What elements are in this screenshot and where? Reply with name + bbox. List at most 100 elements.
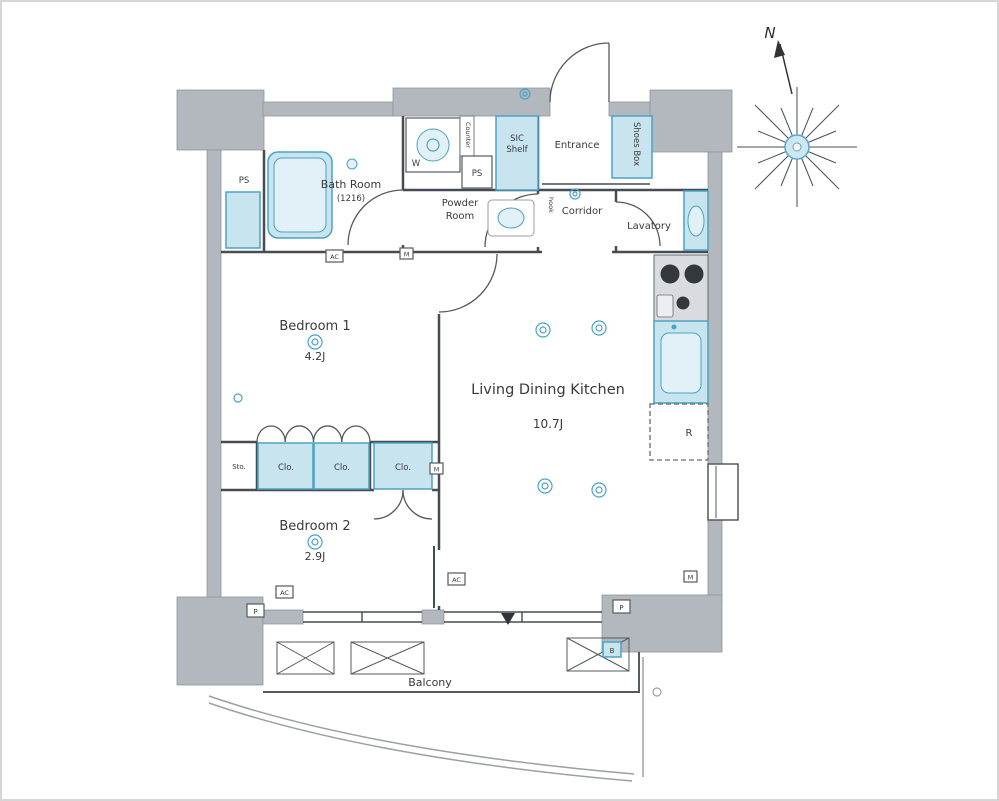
wall-left: [206, 149, 222, 603]
balcony-label: Balcony: [408, 676, 452, 689]
outer-walls: [176, 87, 733, 686]
lavatory-label: Lavatory: [627, 221, 671, 232]
burner-icon: [660, 264, 680, 284]
wall-bottom-left-pier: [262, 609, 304, 625]
compass: N: [737, 24, 857, 207]
hatch-box: [350, 641, 425, 675]
balcony-hatch-1: [276, 641, 335, 675]
shower-drain-icon: [346, 158, 358, 170]
site-boundary: [208, 657, 662, 782]
bedroom1-size: 4.2J: [305, 350, 326, 363]
bedroom2-label: Bedroom 2: [279, 519, 350, 534]
hatch-box: [276, 641, 335, 675]
room-labels: Bath Room (1216) Powder Room SIC Shelf E…: [279, 122, 671, 689]
ac-label: AC: [452, 576, 461, 584]
site-line: [208, 702, 633, 782]
balcony-b-label: B: [610, 647, 615, 655]
meter-label: M: [434, 466, 440, 474]
light-icon: [572, 191, 578, 197]
entrance-label: Entrance: [555, 140, 600, 151]
powder-room-label-2: Room: [446, 211, 474, 222]
hatch-line: [350, 641, 425, 675]
bedroom1-door-arc: [438, 253, 498, 313]
fixtures: [225, 88, 709, 550]
bath-door-arc: [347, 189, 404, 246]
closet-label: Clo.: [395, 463, 411, 473]
ps-box-label: PS: [472, 169, 483, 179]
lavatory-door-arc: [615, 201, 661, 247]
sic-label-1: SIC: [510, 134, 524, 144]
ps-shaft: [225, 191, 261, 249]
ldk-label: Living Dining Kitchen: [471, 382, 625, 398]
balcony-hatch-2: [350, 641, 425, 675]
direction-marker-icon: [501, 613, 515, 625]
ac-marker: [447, 572, 466, 586]
washer-label: W: [412, 159, 421, 169]
light-icon: [522, 91, 528, 97]
wall-block-top-right: [649, 89, 733, 153]
storage-label: Sto.: [232, 463, 246, 471]
ceiling-lights: [233, 88, 607, 550]
closet3-door-right-arc: [402, 489, 433, 520]
wall-right-upper: [707, 151, 723, 465]
washer-drum-icon: [416, 128, 450, 162]
sic-shelf: [495, 115, 539, 191]
light-icon: [541, 482, 549, 490]
shoes-box: [611, 115, 653, 179]
wall-right-lower: [707, 519, 723, 603]
entrance-door-arc: [549, 42, 610, 103]
meter-label: M: [688, 574, 694, 582]
pipe-label: P: [253, 608, 257, 616]
pipe-marker: [612, 599, 631, 614]
meter-marker: [683, 570, 698, 583]
light-icon: [535, 322, 551, 338]
stove-grill: [656, 294, 674, 318]
pipe-box-outline: [707, 463, 739, 521]
pipe-label: P: [619, 604, 623, 612]
wall-block-top-left: [176, 89, 265, 151]
hatch-box: [566, 637, 630, 672]
light-icon: [539, 326, 547, 334]
balcony-b-box: [602, 641, 622, 658]
lavatory-basin-icon: [687, 205, 705, 237]
counter-label: Counter: [464, 122, 472, 148]
windows: [303, 611, 602, 625]
faucet-icon: [671, 324, 677, 330]
powder-room-label-1: Powder: [442, 198, 479, 209]
light-icon: [311, 538, 319, 546]
burner-icon: [684, 264, 704, 284]
closet-1: [257, 442, 314, 490]
closet-2: [313, 442, 370, 490]
ac-label: AC: [330, 253, 339, 261]
washer-drum-center: [426, 138, 440, 152]
powder-basin-icon: [497, 207, 525, 229]
ac-marker: [275, 585, 294, 599]
ldk-size: 10.7J: [533, 417, 563, 431]
north-arrowhead-icon: [774, 40, 785, 58]
right-pipe-box: [707, 463, 739, 521]
bedroom1-label: Bedroom 1: [279, 319, 350, 334]
hook-label: hook: [547, 197, 555, 213]
corridor-label: Corridor: [562, 206, 603, 217]
ps-wall-label: PS: [239, 176, 250, 186]
ps-box: [461, 155, 493, 189]
closet-3: [373, 442, 433, 490]
balcony: [263, 637, 640, 693]
hatch-line: [276, 641, 335, 675]
bath-room-size: (1216): [337, 194, 365, 204]
balcony-rail: [263, 652, 640, 693]
kitchen-sink: [660, 332, 702, 394]
light-icon: [519, 88, 531, 100]
north-label: N: [764, 24, 775, 42]
wall-top-bath: [262, 101, 394, 117]
equipment-markers: AC AC AC M M M P P B: [246, 247, 698, 655]
fridge-space: [649, 403, 709, 461]
meter-marker: [429, 462, 444, 475]
light-icon: [307, 534, 323, 550]
closet-label: Clo.: [334, 463, 350, 473]
light-icon: [307, 334, 323, 350]
light-icon: [591, 482, 607, 498]
shoes-box-label: Shoes Box: [631, 122, 641, 166]
compass-center-dot: [792, 142, 802, 152]
